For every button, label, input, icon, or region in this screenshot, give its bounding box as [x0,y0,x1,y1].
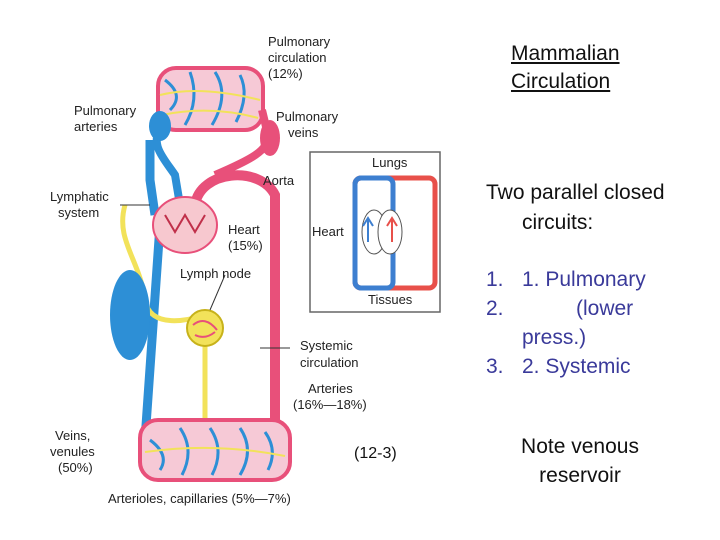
vena-cava-vessel [140,140,165,441]
list-item-text: (lower [576,297,634,320]
list-item-text: press.) [522,326,587,349]
label-lymph-node: Lymph node [180,266,251,281]
label-lymphatic-system: Lymphatic system [50,189,112,220]
list-item: 1. 1. Pulmonary [486,265,716,294]
inset-label-lungs: Lungs [372,155,408,170]
note-line: Note venous [521,435,639,458]
list-item-number: 1. [486,268,504,291]
circulation-diagram: Pulmonary circulation (12%) Pulmonary ar… [50,34,441,506]
circuits-line-2: circuits: [522,211,594,234]
list-item-text: 1. Pulmonary [522,268,646,291]
note-venous-reservoir: Note venous reservoir [500,432,660,490]
label-pulmonary-arteries: Pulmonary arteries [74,103,140,134]
circuits-heading: Two parallel closed circuits: [486,178,716,238]
label-pulmonary-veins: Pulmonary veins [276,109,342,140]
circuits-line-1: Two parallel closed [486,181,665,204]
list-item-number: 2. [486,297,504,320]
venous-reservoir [110,270,150,360]
inset-label-tissues: Tissues [368,292,413,307]
inset-box [309,151,441,313]
label-pulmonary-circulation: Pulmonary circulation (12%) [268,34,334,81]
note-line: reservoir [539,464,621,487]
list-item: 3. 2. Systemic [486,352,716,381]
lymph-node-shape [186,309,224,347]
label-veins-venules: Veins, venules (50%) [50,428,98,475]
slide-title-line: Circulation [511,70,611,93]
aorta-vessel [190,170,280,420]
label-aorta: Aorta [263,173,295,188]
list-item-number: 3. [486,355,504,378]
inset-label-heart: Heart [312,224,344,239]
label-heart: Heart (15%) [228,222,263,253]
label-arterioles-capillaries: Arterioles, capillaries (5%—7%) [108,491,291,506]
leader-lines [120,204,290,349]
list-item: 2. (lower [486,294,716,323]
list-item-number [486,323,522,352]
pulmonary-vein-bulb [260,120,280,156]
pulmonary-artery-vessel [152,127,184,206]
list-item-text: 2. Systemic [522,355,631,378]
figure-reference: (12-3) [354,445,397,462]
systemic-capillary-bed [138,418,292,482]
label-arteries: Arteries (16%—18%) [293,381,367,412]
circuit-list: 1. 1. Pulmonary 2. (lower press.) 3. 2. … [486,265,716,381]
pulmonary-capillary-bed [156,66,265,132]
heart-shape [152,196,218,254]
pulmonary-artery-bulb [149,111,171,141]
slide-title-line: Mammalian [511,42,620,65]
slide-title: Mammalian Circulation [511,40,620,96]
label-systemic-circulation: Systemic circulation [300,338,359,370]
list-item: press.) [486,323,716,352]
